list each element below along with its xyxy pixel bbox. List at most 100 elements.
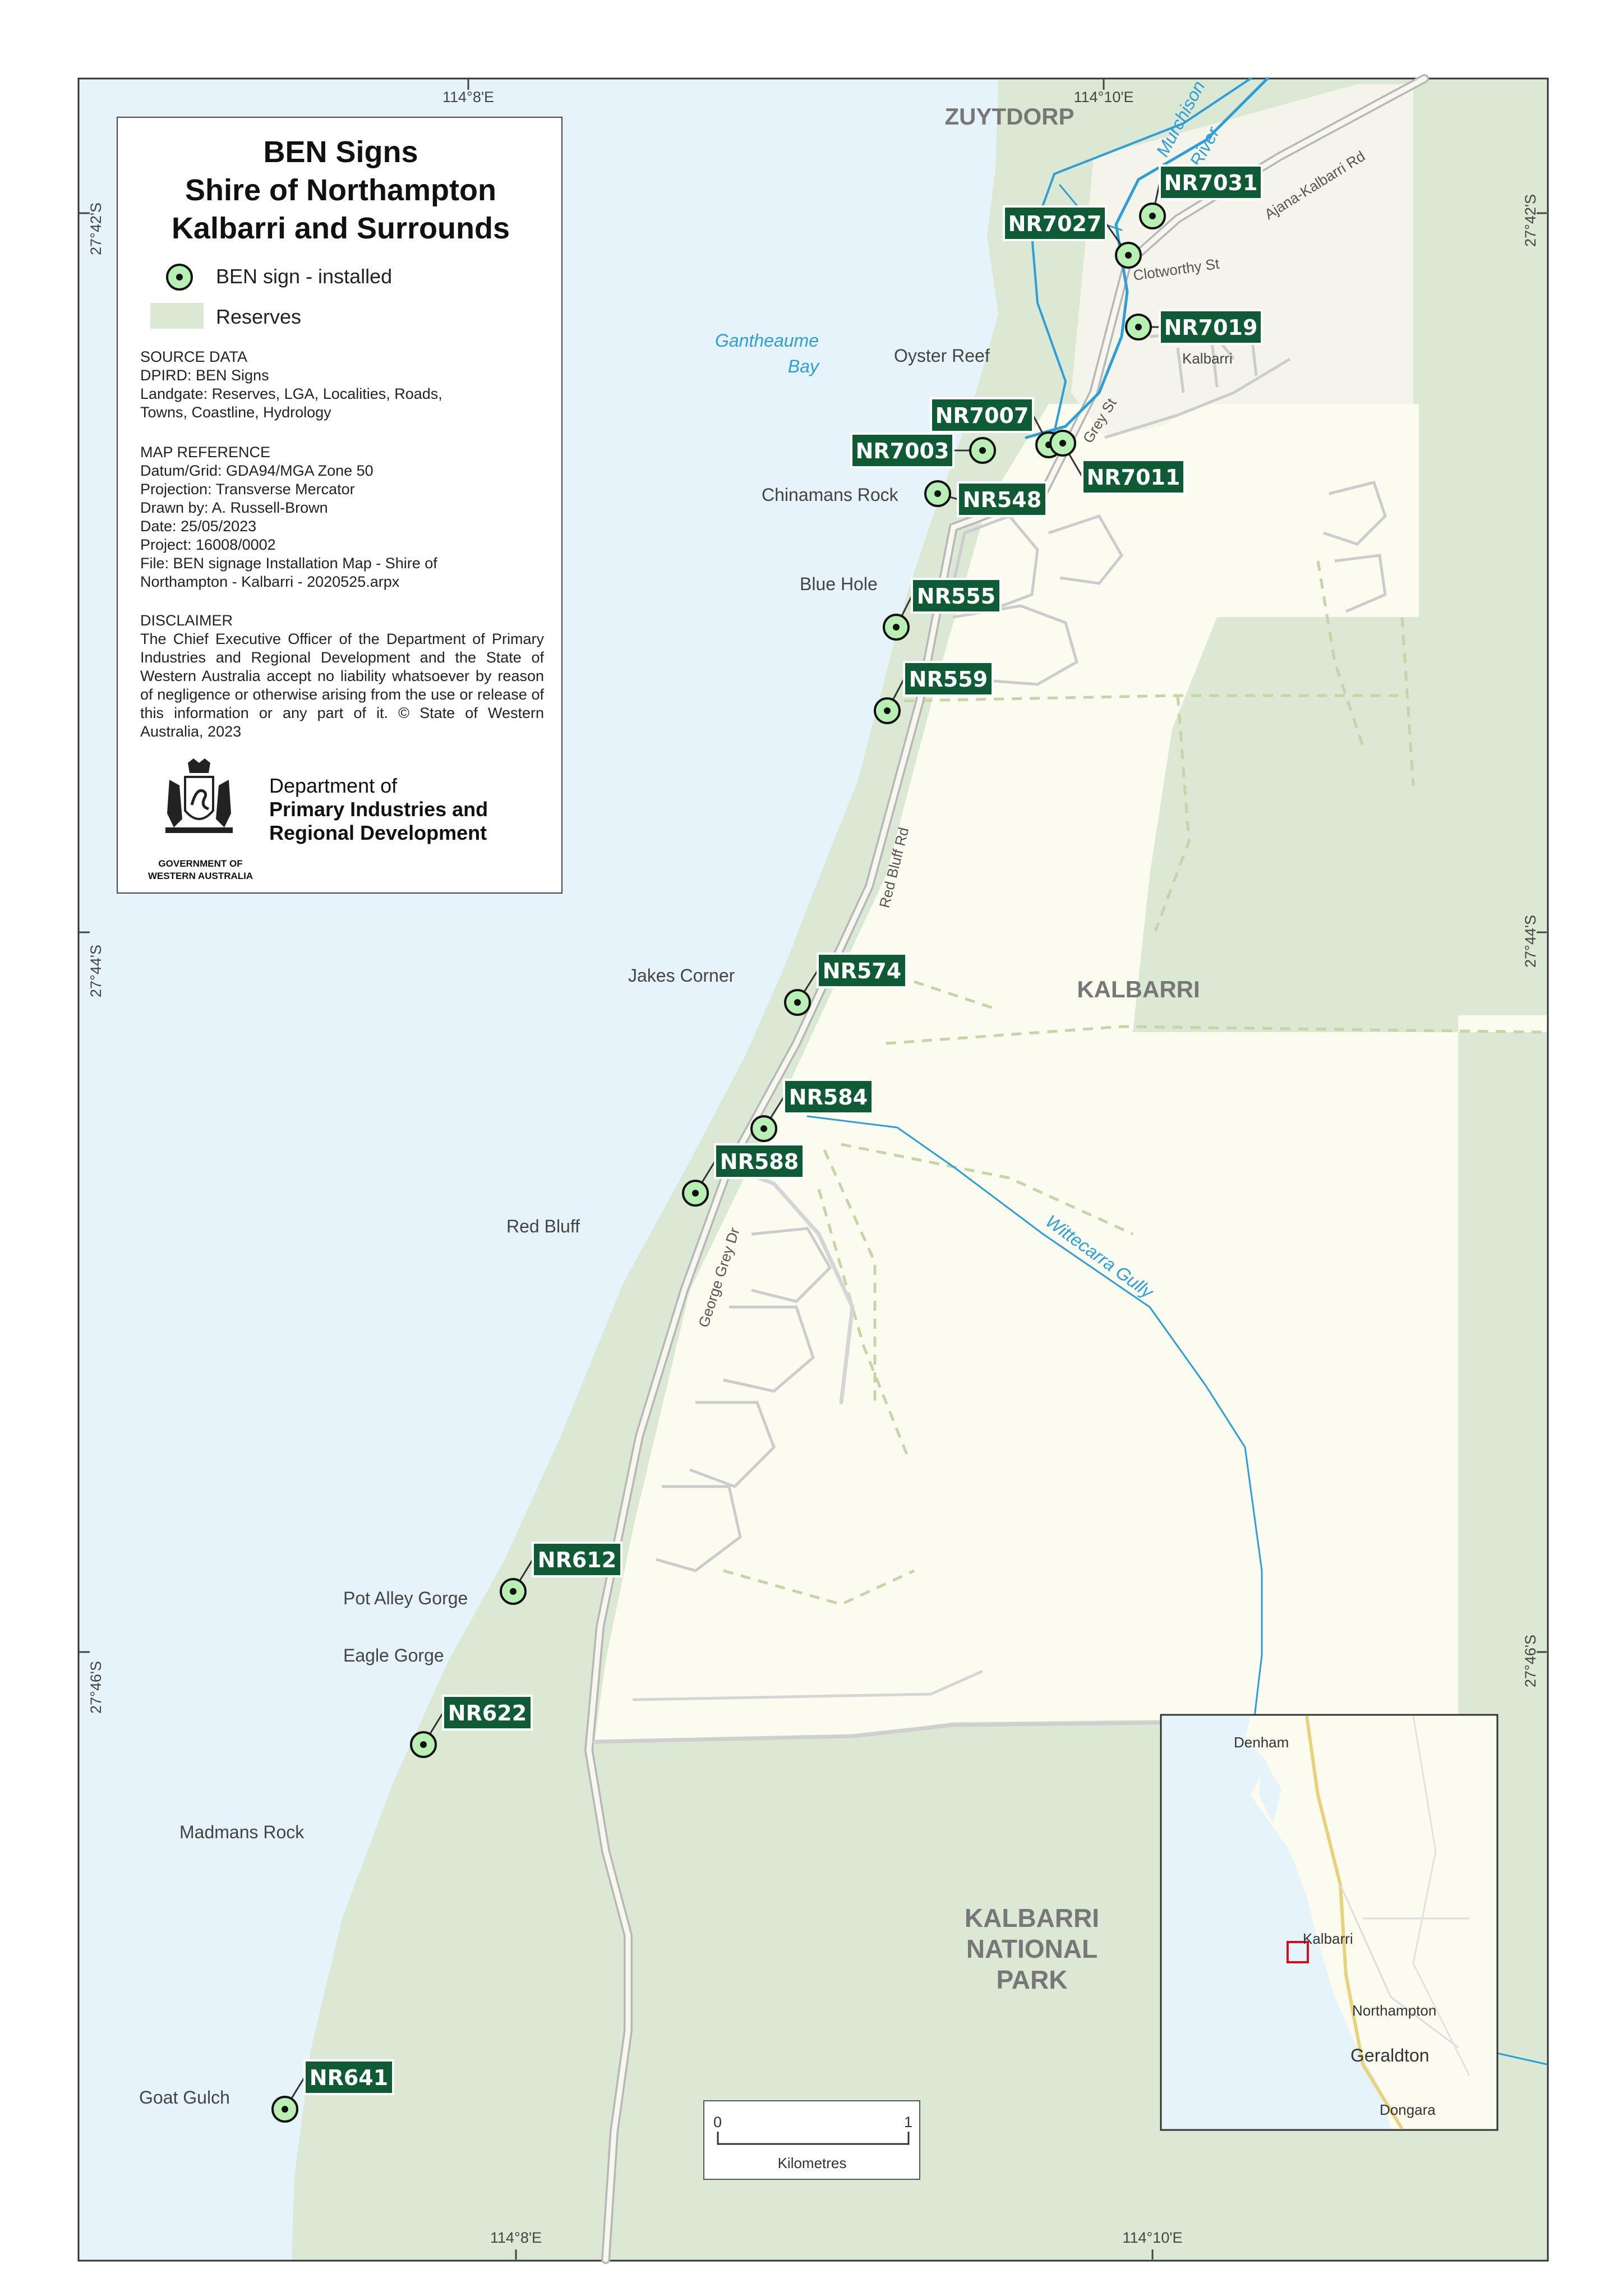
ben-sign-nr641: NR641 xyxy=(271,2059,394,2123)
locality-kalbarri: KALBARRI xyxy=(1077,976,1200,1002)
inset-geraldton: Geraldton xyxy=(1350,2045,1430,2065)
ben-sign-nr584: NR584 xyxy=(750,1079,874,1142)
sign-label-text: NR548 xyxy=(963,487,1041,512)
legend-sign-symbol xyxy=(166,264,193,291)
place-red-bluff: Red Bluff xyxy=(506,1216,580,1236)
grid-label-lat-1-left: 27°42'S xyxy=(87,203,104,255)
grid-label-lat-3-left: 27°46'S xyxy=(87,1661,104,1714)
locality-zuytdorp: ZUYTDORP xyxy=(945,103,1075,130)
sign-label-text: NR7003 xyxy=(856,439,949,463)
map-ref-line-7: Northampton - Kalbarri - 2020525.arpx xyxy=(140,573,400,590)
place-pot-alley-gorge: Pot Alley Gorge xyxy=(343,1588,468,1608)
map-ref-line-1: Datum/Grid: GDA94/MGA Zone 50 xyxy=(140,462,374,479)
sign-marker-dot xyxy=(510,1588,517,1595)
map-ref-line-3: Drawn by: A. Russell-Brown xyxy=(140,499,328,516)
sign-marker-dot xyxy=(1149,213,1156,219)
place-madmans-rock: Madmans Rock xyxy=(179,1822,305,1842)
inset-denham: Denham xyxy=(1234,1734,1289,1751)
sign-label-text: NR555 xyxy=(917,584,995,609)
place-jakes-corner: Jakes Corner xyxy=(628,965,735,986)
grid-label-top-right: 114°10'E xyxy=(1073,89,1133,105)
sign-marker-dot xyxy=(1125,252,1132,259)
legend-sign-label: BEN sign - installed xyxy=(216,265,393,288)
sign-label-text: NR7007 xyxy=(935,403,1029,428)
sign-marker-dot xyxy=(884,707,891,714)
land-town xyxy=(1071,84,1413,438)
ben-sign-nr559: NR559 xyxy=(874,661,994,724)
sign-label-text: NR588 xyxy=(720,1149,799,1174)
ben-sign-nr7003: NR7003 xyxy=(850,432,996,468)
ben-sign-nr7027: NR7027 xyxy=(1003,205,1142,269)
inset-kalbarri: Kalbarri xyxy=(1303,1930,1353,1947)
sign-label-text: NR7019 xyxy=(1164,315,1258,340)
place-chinamans-rock: Chinamans Rock xyxy=(762,485,899,505)
disclaimer-heading: DISCLAIMER xyxy=(140,612,233,629)
sign-marker-dot xyxy=(420,1741,427,1748)
place-oyster-reef: Oyster Reef xyxy=(894,346,990,366)
ben-sign-nr612: NR612 xyxy=(500,1542,623,1605)
ben-sign-nr574: NR574 xyxy=(784,953,907,1016)
legend-title-line-2: Shire of Northampton xyxy=(185,173,496,207)
source-line-3: Towns, Coastline, Hydrology xyxy=(140,404,331,421)
grid-label-lat-2-right: 27°44'S xyxy=(1522,915,1539,968)
department-line-3: Regional Development xyxy=(269,821,487,844)
sign-label-text: NR7011 xyxy=(1087,465,1181,490)
govt-line-2: WESTERN AUSTRALIA xyxy=(147,871,253,881)
sign-marker-dot xyxy=(1135,324,1142,330)
inset-northampton: Northampton xyxy=(1352,2002,1436,2019)
sign-label-box xyxy=(442,1695,533,1731)
department-line-1: Department of xyxy=(269,774,398,797)
source-line-2: Landgate: Reserves, LGA, Localities, Roa… xyxy=(140,385,442,402)
sign-label-box xyxy=(930,397,1034,433)
sign-marker-dot xyxy=(282,2106,288,2113)
sign-marker-dot xyxy=(760,1125,767,1132)
ben-sign-nr555: NR555 xyxy=(883,578,1002,641)
grid-label-lat-3-right: 27°46'S xyxy=(1522,1635,1539,1687)
source-line-1: DPIRD: BEN Signs xyxy=(140,367,269,384)
coat-of-arms-icon xyxy=(165,758,233,833)
water-gantheaume-1: Gantheaume xyxy=(715,330,819,351)
sign-label-box xyxy=(850,432,955,468)
grid-label-lat-1-right: 27°42'S xyxy=(1522,194,1539,247)
locality-np-line3: PARK xyxy=(997,1965,1068,1994)
sign-label-text: NR641 xyxy=(310,2065,388,2090)
disclaimer-text: The Chief Executive Officer of the Depar… xyxy=(140,631,544,740)
locality-np-line1: KALBARRI xyxy=(965,1903,1099,1932)
ben-sign-nr7031: NR7031 xyxy=(1139,164,1263,229)
place-kalbarri-town: Kalbarri xyxy=(1182,350,1233,367)
sign-label-box xyxy=(957,481,1048,517)
sign-label-text: NR559 xyxy=(909,667,988,692)
sign-label-box xyxy=(303,2059,394,2095)
sign-label-text: NR7031 xyxy=(1164,171,1258,195)
map-ref-heading: MAP REFERENCE xyxy=(140,444,271,461)
department-line-2: Primary Industries and xyxy=(269,798,488,821)
inset-dongara: Dongara xyxy=(1380,2101,1436,2118)
ben-sign-nr588: NR588 xyxy=(682,1143,805,1207)
ben-sign-nr7019: NR7019 xyxy=(1125,309,1263,345)
sign-label-text: NR612 xyxy=(538,1548,616,1572)
legend-reserve-label: Reserves xyxy=(216,305,302,328)
source-data-block: SOURCE DATA DPIRD: BEN Signs Landgate: R… xyxy=(140,348,544,422)
sign-label-text: NR584 xyxy=(789,1085,868,1110)
sign-label-text: NR574 xyxy=(823,959,901,983)
grid-label-top-left: 114°8'E xyxy=(442,89,494,105)
map-reference-block: MAP REFERENCE Datum/Grid: GDA94/MGA Zone… xyxy=(140,443,544,591)
department-name: Department of Primary Industries and Reg… xyxy=(269,774,488,845)
sign-label-box xyxy=(532,1542,623,1577)
ben-sign-nr622: NR622 xyxy=(410,1695,533,1758)
locality-np-line2: NATIONAL xyxy=(966,1934,1098,1963)
tracks xyxy=(723,560,1547,1606)
scale-bar: 0 1 Kilometres xyxy=(703,2100,920,2180)
place-blue-hole: Blue Hole xyxy=(800,574,878,594)
sign-label-box xyxy=(1159,309,1263,345)
sign-label-box xyxy=(714,1143,805,1179)
sign-marker-dot xyxy=(692,1190,699,1197)
ben-sign-nr548: NR548 xyxy=(924,480,1048,517)
sign-marker-dot xyxy=(979,447,986,454)
sign-marker-dot xyxy=(934,490,941,497)
sign-label-text: NR622 xyxy=(448,1701,527,1726)
sign-label-text: NR7027 xyxy=(1008,211,1102,236)
sign-marker-dot xyxy=(893,624,900,631)
sign-label-box xyxy=(817,953,907,988)
